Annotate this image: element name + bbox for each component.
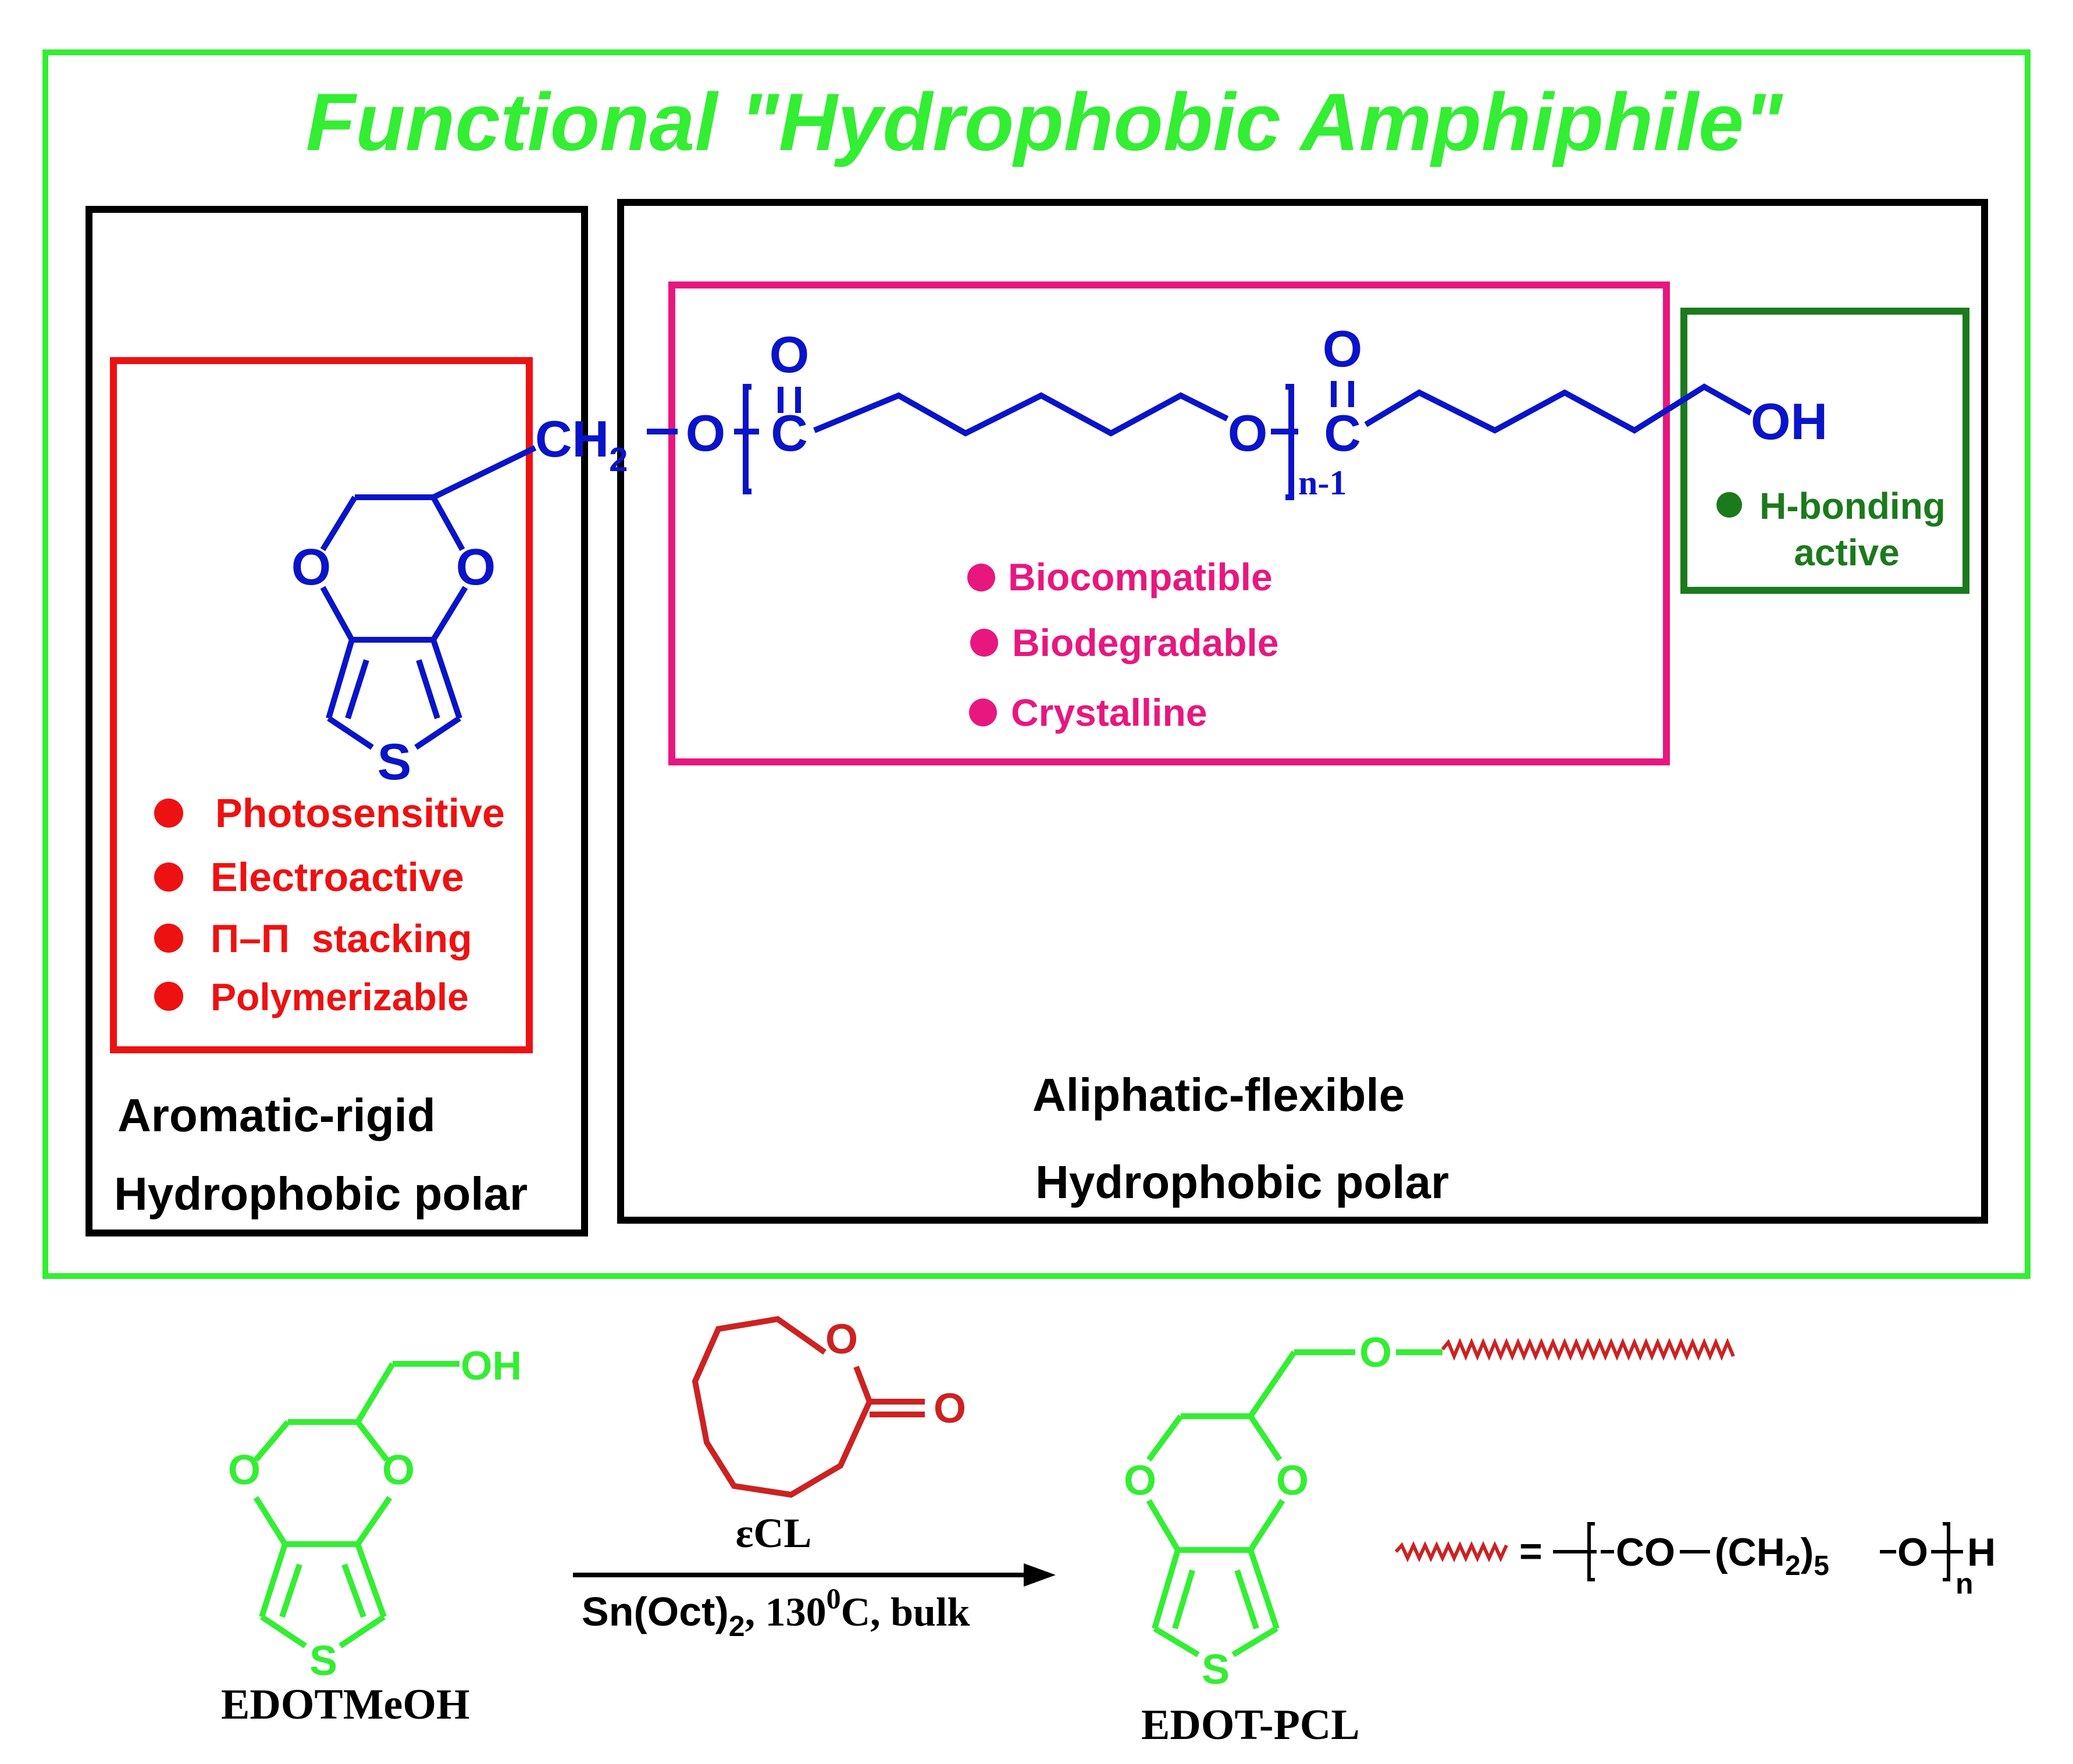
legend-wavy-icon <box>1394 1541 1508 1563</box>
figure-title: Functional "Hydrophobic Amphiphile" <box>306 76 1783 168</box>
feature-biodegradable: Biodegradable <box>1012 621 1278 664</box>
monomer-carbonyl-o: O <box>934 1385 966 1432</box>
bullet-icon <box>1716 492 1742 518</box>
chain-hydroxyl: OH <box>1751 393 1828 450</box>
monomer-structure <box>692 1316 925 1498</box>
legend-o: O <box>1897 1530 1928 1574</box>
product-pcl-wavy-chain <box>1441 1338 1735 1361</box>
legend-equals: = <box>1519 1529 1543 1573</box>
pcl-feature-list: Biocompatible Biodegradable Crystalline <box>967 555 1278 734</box>
chain-bonds <box>647 381 1753 500</box>
edot-features-box <box>110 357 533 1053</box>
feature-h-bonding: H-bonding <box>1759 485 1946 527</box>
feature-biocompatible: Biocompatible <box>1008 555 1273 598</box>
bullet-icon <box>970 629 998 657</box>
pcl-features-box <box>668 281 1670 765</box>
feature-polymerizable: Polymerizable <box>211 975 469 1018</box>
legend-h: H <box>1967 1530 1996 1574</box>
chain-ch2: CH2 <box>535 410 628 479</box>
chain-c-carbonyl2: C <box>1324 404 1361 462</box>
chain-o-ester2: O <box>1228 404 1267 462</box>
edot-label-polar: Hydrophobic polar <box>114 1168 528 1220</box>
chain-c-carbonyl1: C <box>771 404 808 462</box>
bullet-icon <box>967 564 995 591</box>
reactant-name: EDOTMeOH <box>221 1681 470 1729</box>
product-structure <box>1146 1349 1442 1658</box>
product-name: EDOT-PCL <box>1141 1701 1360 1749</box>
outer-frame <box>42 49 2031 1279</box>
feature-photosensitive: Photosensitive <box>215 790 505 836</box>
hydroxyl-box <box>1680 308 1969 594</box>
legend-co: CO <box>1616 1530 1675 1574</box>
bullet-icon <box>154 982 183 1011</box>
reactant-o-right-atom: O <box>382 1447 415 1494</box>
bullet-icon <box>969 699 997 726</box>
pcl-block-box <box>617 199 1988 1224</box>
reactant-s-atom: S <box>309 1638 337 1684</box>
edot-s-atom: S <box>377 733 412 790</box>
feature-crystalline: Crystalline <box>1011 691 1207 734</box>
bullet-icon <box>154 799 183 828</box>
edot-o-left-atom: O <box>291 538 331 596</box>
legend-brackets <box>1553 1522 1963 1581</box>
edot-structure <box>320 445 537 750</box>
edot-o-right-atom: O <box>456 538 496 596</box>
monomer-ring-o: O <box>825 1316 858 1363</box>
product-o-right-atom: O <box>1276 1457 1309 1504</box>
pcl-label-flexible: Aliphatic-flexible <box>1032 1069 1405 1121</box>
reaction-conditions: Sn(Oct)2, 1300C, bulk <box>582 1582 970 1642</box>
reactant-o-left-atom: O <box>228 1447 261 1494</box>
monomer-name: εCL <box>736 1510 812 1556</box>
pcl-label-polar: Hydrophobic polar <box>1035 1156 1449 1208</box>
chain-o-carbonyl2: O <box>1323 320 1362 377</box>
chain-repeat-index: n-1 <box>1298 464 1347 502</box>
legend-ch2-group: (CH2)5 <box>1715 1530 1829 1581</box>
bullet-icon <box>154 863 183 892</box>
reactant-oh: OH <box>461 1343 522 1388</box>
chain-o-carbonyl1: O <box>770 326 809 383</box>
bullet-icon <box>154 924 183 953</box>
edot-feature-list: Photosensitive Electroactive Π–Π stackin… <box>154 790 505 1018</box>
arrowhead-icon <box>1024 1563 1056 1587</box>
product-ether-o: O <box>1359 1330 1392 1376</box>
feature-electroactive: Electroactive <box>211 854 464 900</box>
product-o-left-atom: O <box>1124 1457 1156 1504</box>
feature-active: active <box>1794 532 1899 573</box>
legend-n: n <box>1956 1567 1974 1600</box>
product-s-atom: S <box>1202 1647 1230 1693</box>
feature-pi-stacking: Π–Π stacking <box>211 917 472 961</box>
edot-label-rigid: Aromatic-rigid <box>117 1089 436 1141</box>
chain-o-ester1: O <box>686 404 725 462</box>
edot-block-box <box>86 206 588 1236</box>
reactant-structure <box>253 1361 460 1649</box>
